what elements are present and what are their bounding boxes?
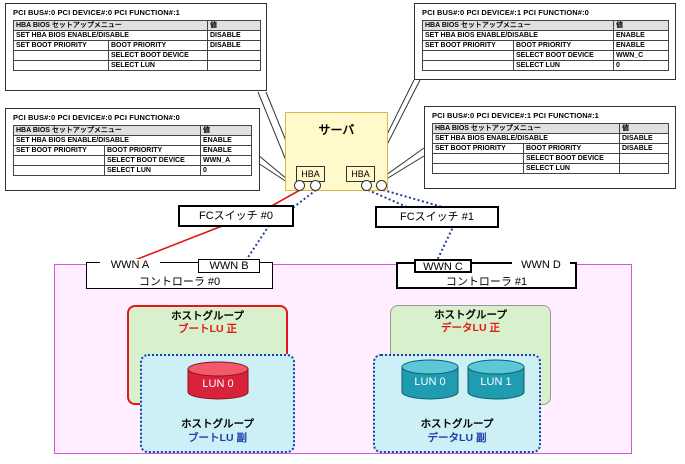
row-label: [13, 60, 109, 71]
wwn-b: WWN B: [198, 259, 260, 273]
hba-1-port-2: [376, 180, 387, 191]
row-value: [619, 163, 669, 174]
fc-switch-0: FCスイッチ #0: [178, 205, 294, 227]
row-value: WWN_A: [200, 155, 252, 166]
row-value: DISABLE: [207, 40, 261, 51]
controller-1-label: コントローラ #1: [445, 276, 528, 288]
panel-title: PCI BUS#:0 PCI DEVICE#:0 PCI FUNCTION#:1: [13, 8, 180, 17]
row-value: ENABLE: [200, 145, 252, 156]
lun-data-1-disk-icon: LUN 1: [467, 359, 525, 400]
wwn-a: WWN A: [100, 259, 160, 273]
host-group-sub: ブートLU 正: [178, 323, 237, 335]
row-label: [13, 50, 109, 61]
host-group-sub: ブートLU 副: [188, 432, 247, 444]
row-sublabel: SELECT LUN: [513, 60, 614, 71]
row-value: ENABLE: [200, 135, 252, 146]
row-label: [432, 153, 524, 164]
row-value: 0: [200, 165, 252, 176]
row-sublabel: SELECT LUN: [523, 163, 620, 174]
row-value: ENABLE: [613, 40, 669, 51]
header-menu: HBA BIOS セットアップメニュー: [13, 20, 208, 31]
lun-boot-label: LUN 0: [202, 378, 233, 390]
row-label: SET BOOT PRIORITY: [432, 143, 524, 154]
panel-title: PCI BUS#:0 PCI DEVICE#:1 PCI FUNCTION#:1: [432, 111, 599, 120]
bios-settings-table: HBA BIOS セットアップメニュー値 SET HBA BIOS ENABLE…: [432, 123, 669, 174]
host-group-title: ホストグループ: [434, 309, 507, 321]
header-menu: HBA BIOS セットアップメニュー: [432, 123, 620, 134]
host-group-title: ホストグループ: [181, 418, 254, 430]
lun-data-0-label: LUN 0: [414, 376, 445, 388]
host-group-sub: データLU 正: [441, 322, 500, 334]
hba-1: HBA: [346, 166, 375, 182]
lun-data-0-disk-icon: LUN 0: [401, 359, 459, 400]
lun-data-1-label: LUN 1: [480, 376, 511, 388]
server-label: サーバ: [318, 123, 355, 137]
row-label: SET BOOT PRIORITY: [13, 145, 105, 156]
bios-panel-bus0-dev0-fn1: PCI BUS#:0 PCI DEVICE#:0 PCI FUNCTION#:1…: [5, 3, 267, 91]
controller-0-label: コントローラ #0: [138, 276, 221, 288]
row-sublabel: SELECT LUN: [104, 165, 201, 176]
row-sublabel: BOOT PRIORITY: [513, 40, 614, 51]
hba-1-port-1: [361, 180, 372, 191]
hba-0-port-2: [310, 180, 321, 191]
row-label: [422, 50, 514, 61]
panel-title: PCI BUS#:0 PCI DEVICE#:1 PCI FUNCTION#:0: [422, 8, 589, 17]
row-sublabel: BOOT PRIORITY: [523, 143, 620, 154]
bios-panel-bus0-dev1-fn1: PCI BUS#:0 PCI DEVICE#:1 PCI FUNCTION#:1…: [424, 106, 676, 189]
header-value: 値: [207, 20, 261, 31]
row-label: SET HBA BIOS ENABLE/DISABLE: [13, 135, 201, 146]
row-value: DISABLE: [619, 133, 669, 144]
host-group-sub: データLU 副: [427, 432, 487, 444]
bios-settings-table: HBA BIOS セットアップメニュー値 SET HBA BIOS ENABLE…: [13, 125, 252, 176]
row-label: SET HBA BIOS ENABLE/DISABLE: [13, 30, 208, 41]
bios-panel-bus0-dev0-fn0: PCI BUS#:0 PCI DEVICE#:0 PCI FUNCTION#:0…: [5, 108, 260, 191]
row-sublabel: SELECT LUN: [108, 60, 208, 71]
header-value: 値: [613, 20, 669, 31]
lun-boot-disk-icon: LUN 0: [187, 361, 249, 400]
row-label: SET BOOT PRIORITY: [13, 40, 109, 51]
row-value: [207, 50, 261, 61]
row-sublabel: SELECT BOOT DEVICE: [108, 50, 208, 61]
bios-settings-table: HBA BIOS セットアップメニュー値 SET HBA BIOS ENABLE…: [13, 20, 261, 71]
wwn-d: WWN D: [512, 259, 570, 273]
row-value: WWN_C: [613, 50, 669, 61]
wwn-c: WWN C: [414, 259, 472, 273]
bios-panel-bus0-dev1-fn0: PCI BUS#:0 PCI DEVICE#:1 PCI FUNCTION#:0…: [414, 3, 676, 80]
row-label: SET BOOT PRIORITY: [422, 40, 514, 51]
row-value: 0: [613, 60, 669, 71]
row-label: [13, 165, 105, 176]
row-sublabel: SELECT BOOT DEVICE: [523, 153, 620, 164]
host-group-title: ホストグループ: [420, 418, 494, 430]
row-label: [432, 163, 524, 174]
row-value: ENABLE: [613, 30, 669, 41]
row-value: DISABLE: [207, 30, 261, 41]
panel-title: PCI BUS#:0 PCI DEVICE#:0 PCI FUNCTION#:0: [13, 113, 180, 122]
row-value: [619, 153, 669, 164]
row-label: [422, 60, 514, 71]
row-value: DISABLE: [619, 143, 669, 154]
header-menu: HBA BIOS セットアップメニュー: [13, 125, 201, 136]
row-sublabel: SELECT BOOT DEVICE: [513, 50, 614, 61]
row-sublabel: SELECT BOOT DEVICE: [104, 155, 201, 166]
header-value: 値: [619, 123, 669, 134]
row-sublabel: BOOT PRIORITY: [108, 40, 208, 51]
header-value: 値: [200, 125, 252, 136]
header-menu: HBA BIOS セットアップメニュー: [422, 20, 614, 31]
host-group-title: ホストグループ: [171, 310, 244, 322]
row-label: [13, 155, 105, 166]
hba-0-port-1: [294, 180, 305, 191]
fc-switch-1: FCスイッチ #1: [375, 206, 499, 228]
row-label: SET HBA BIOS ENABLE/DISABLE: [432, 133, 620, 144]
row-value: [207, 60, 261, 71]
row-sublabel: BOOT PRIORITY: [104, 145, 201, 156]
bios-settings-table: HBA BIOS セットアップメニュー値 SET HBA BIOS ENABLE…: [422, 20, 669, 71]
row-label: SET HBA BIOS ENABLE/DISABLE: [422, 30, 614, 41]
